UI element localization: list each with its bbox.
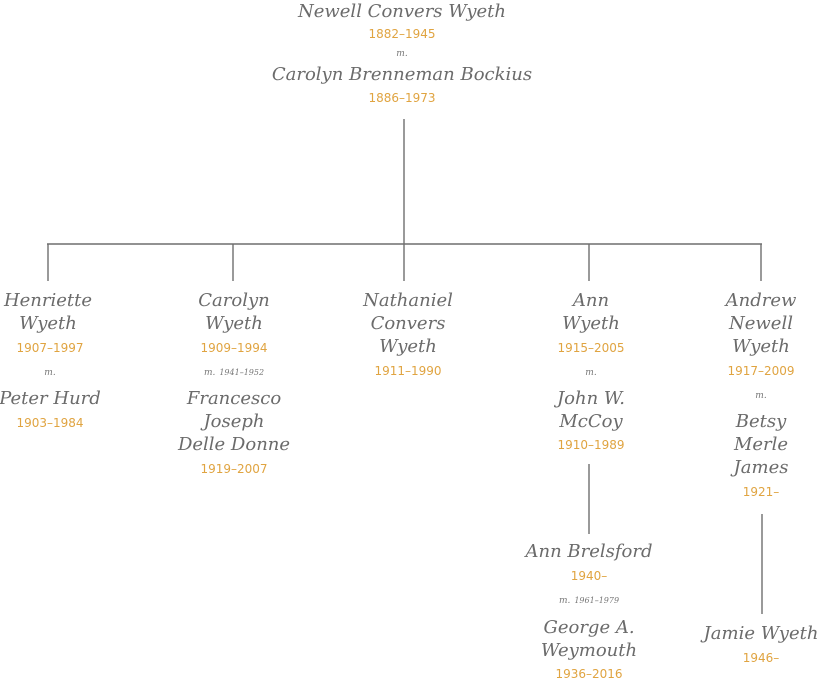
root-spouse-years: 1886–1973 [368,91,436,105]
spouse-name-line: Francesco [186,388,282,409]
descendant-name: Jamie Wyeth [703,623,819,644]
marriage-label: m. [541,367,641,379]
child-years: 1915–2005 [557,341,625,355]
descendant-years: 1940– [570,569,608,583]
child-name-line: Wyeth [19,313,77,334]
descendant-years: 1946– [742,651,780,665]
marriage-label: m. [0,367,100,379]
spouse-name-line: Joseph [203,411,265,432]
marriage-m: m. [558,596,571,606]
spouse-name-line: McCoy [559,411,623,432]
spouse-years: 1921– [742,485,780,499]
child-name-line: Carolyn [198,290,270,311]
root-name: Newell Convers Wyeth [297,1,507,22]
spouse-name-line: Merle [733,434,789,455]
marriage-m: m. [585,368,597,378]
descendant-spouse-years: 1936–2016 [555,667,623,681]
marriage-label: m. [711,390,811,402]
marriage-m: m. [44,368,56,378]
spouse-years: 1910–1989 [557,438,625,452]
marriage-m: m. [755,391,767,401]
spouse-name-line: John W. [556,388,626,409]
child-name-line: Wyeth [732,336,790,357]
child-name-line: Convers [370,313,446,334]
child-name-line: Ann [572,290,610,311]
marriage-label: m.1941–1952 [174,367,294,379]
root-spouse-name: Carolyn Brenneman Bockius [271,64,533,85]
child-name-line: Newell [729,313,793,334]
child-years: 1911–1990 [374,364,442,378]
marriage-label: m.1961–1979 [519,595,659,607]
descendant-spouse-name-line: George A. [543,617,635,638]
spouse-years: 1903–1984 [16,416,84,430]
child-name-line: Wyeth [379,336,437,357]
spouse-years: 1919–2007 [200,462,268,476]
marriage-span: 1941–1952 [219,368,265,377]
child-name-line: Andrew [725,290,797,311]
child-name-line: Wyeth [205,313,263,334]
spouse-name-line: James [733,457,789,478]
child-years: 1917–2009 [727,364,795,378]
spouse-name-line: Peter Hurd [0,388,101,409]
marriage-span: 1961–1979 [574,596,620,605]
spouse-name-line: Betsy [735,411,787,432]
child-years: 1907–1997 [16,341,84,355]
child-name-line: Henriette [3,290,93,311]
marriage-m: m. [203,368,216,378]
spouse-name-line: Delle Donne [177,434,291,455]
child-name-line: Nathaniel [363,290,453,311]
descendant-name: Ann Brelsford [525,541,653,562]
root-years: 1882–1945 [368,27,436,41]
child-years: 1909–1994 [200,341,268,355]
child-name-line: Wyeth [562,313,620,334]
descendant-spouse-name-line: Weymouth [540,640,638,661]
root-marriage-label: m. [396,49,408,59]
